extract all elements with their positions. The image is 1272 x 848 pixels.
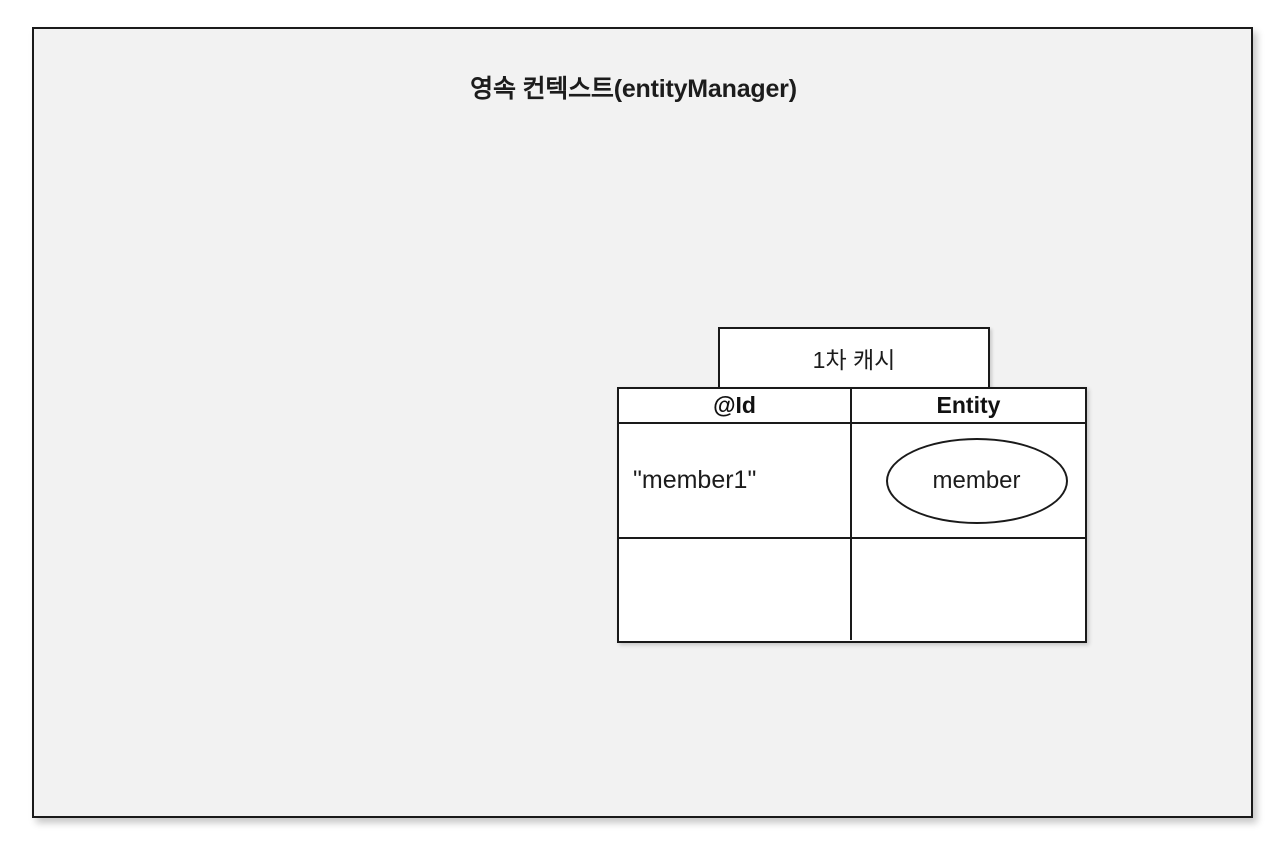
entity-ellipse-icon: member <box>885 437 1068 524</box>
table-row <box>619 539 1085 640</box>
table-header-cell-id: @Id <box>619 389 852 422</box>
table-header-row: @Id Entity <box>619 389 1085 424</box>
table-header-cell-entity: Entity <box>852 389 1085 422</box>
entity-ellipse-label: member <box>932 466 1021 494</box>
table-row: "member1" member <box>619 424 1085 539</box>
table-cell-id: "member1" <box>619 424 852 537</box>
page-title: 영속 컨텍스트(entityManager) <box>470 75 797 103</box>
first-level-cache-tab-label: 1차 캐시 <box>812 347 896 373</box>
first-level-cache-table: @Id Entity "member1" member <box>617 387 1087 643</box>
table-cell-entity: member <box>852 424 1085 537</box>
table-cell-entity <box>852 539 1085 640</box>
persistence-context-panel: 영속 컨텍스트(entityManager) 1차 캐시 @Id Entity … <box>32 27 1253 818</box>
table-cell-id <box>619 539 852 640</box>
entity-shape-container: member <box>852 424 1085 537</box>
column-header-entity: Entity <box>936 392 1001 418</box>
column-header-id: @Id <box>713 392 756 418</box>
first-level-cache-tab: 1차 캐시 <box>718 327 990 389</box>
entity-id-value: "member1" <box>633 466 757 494</box>
